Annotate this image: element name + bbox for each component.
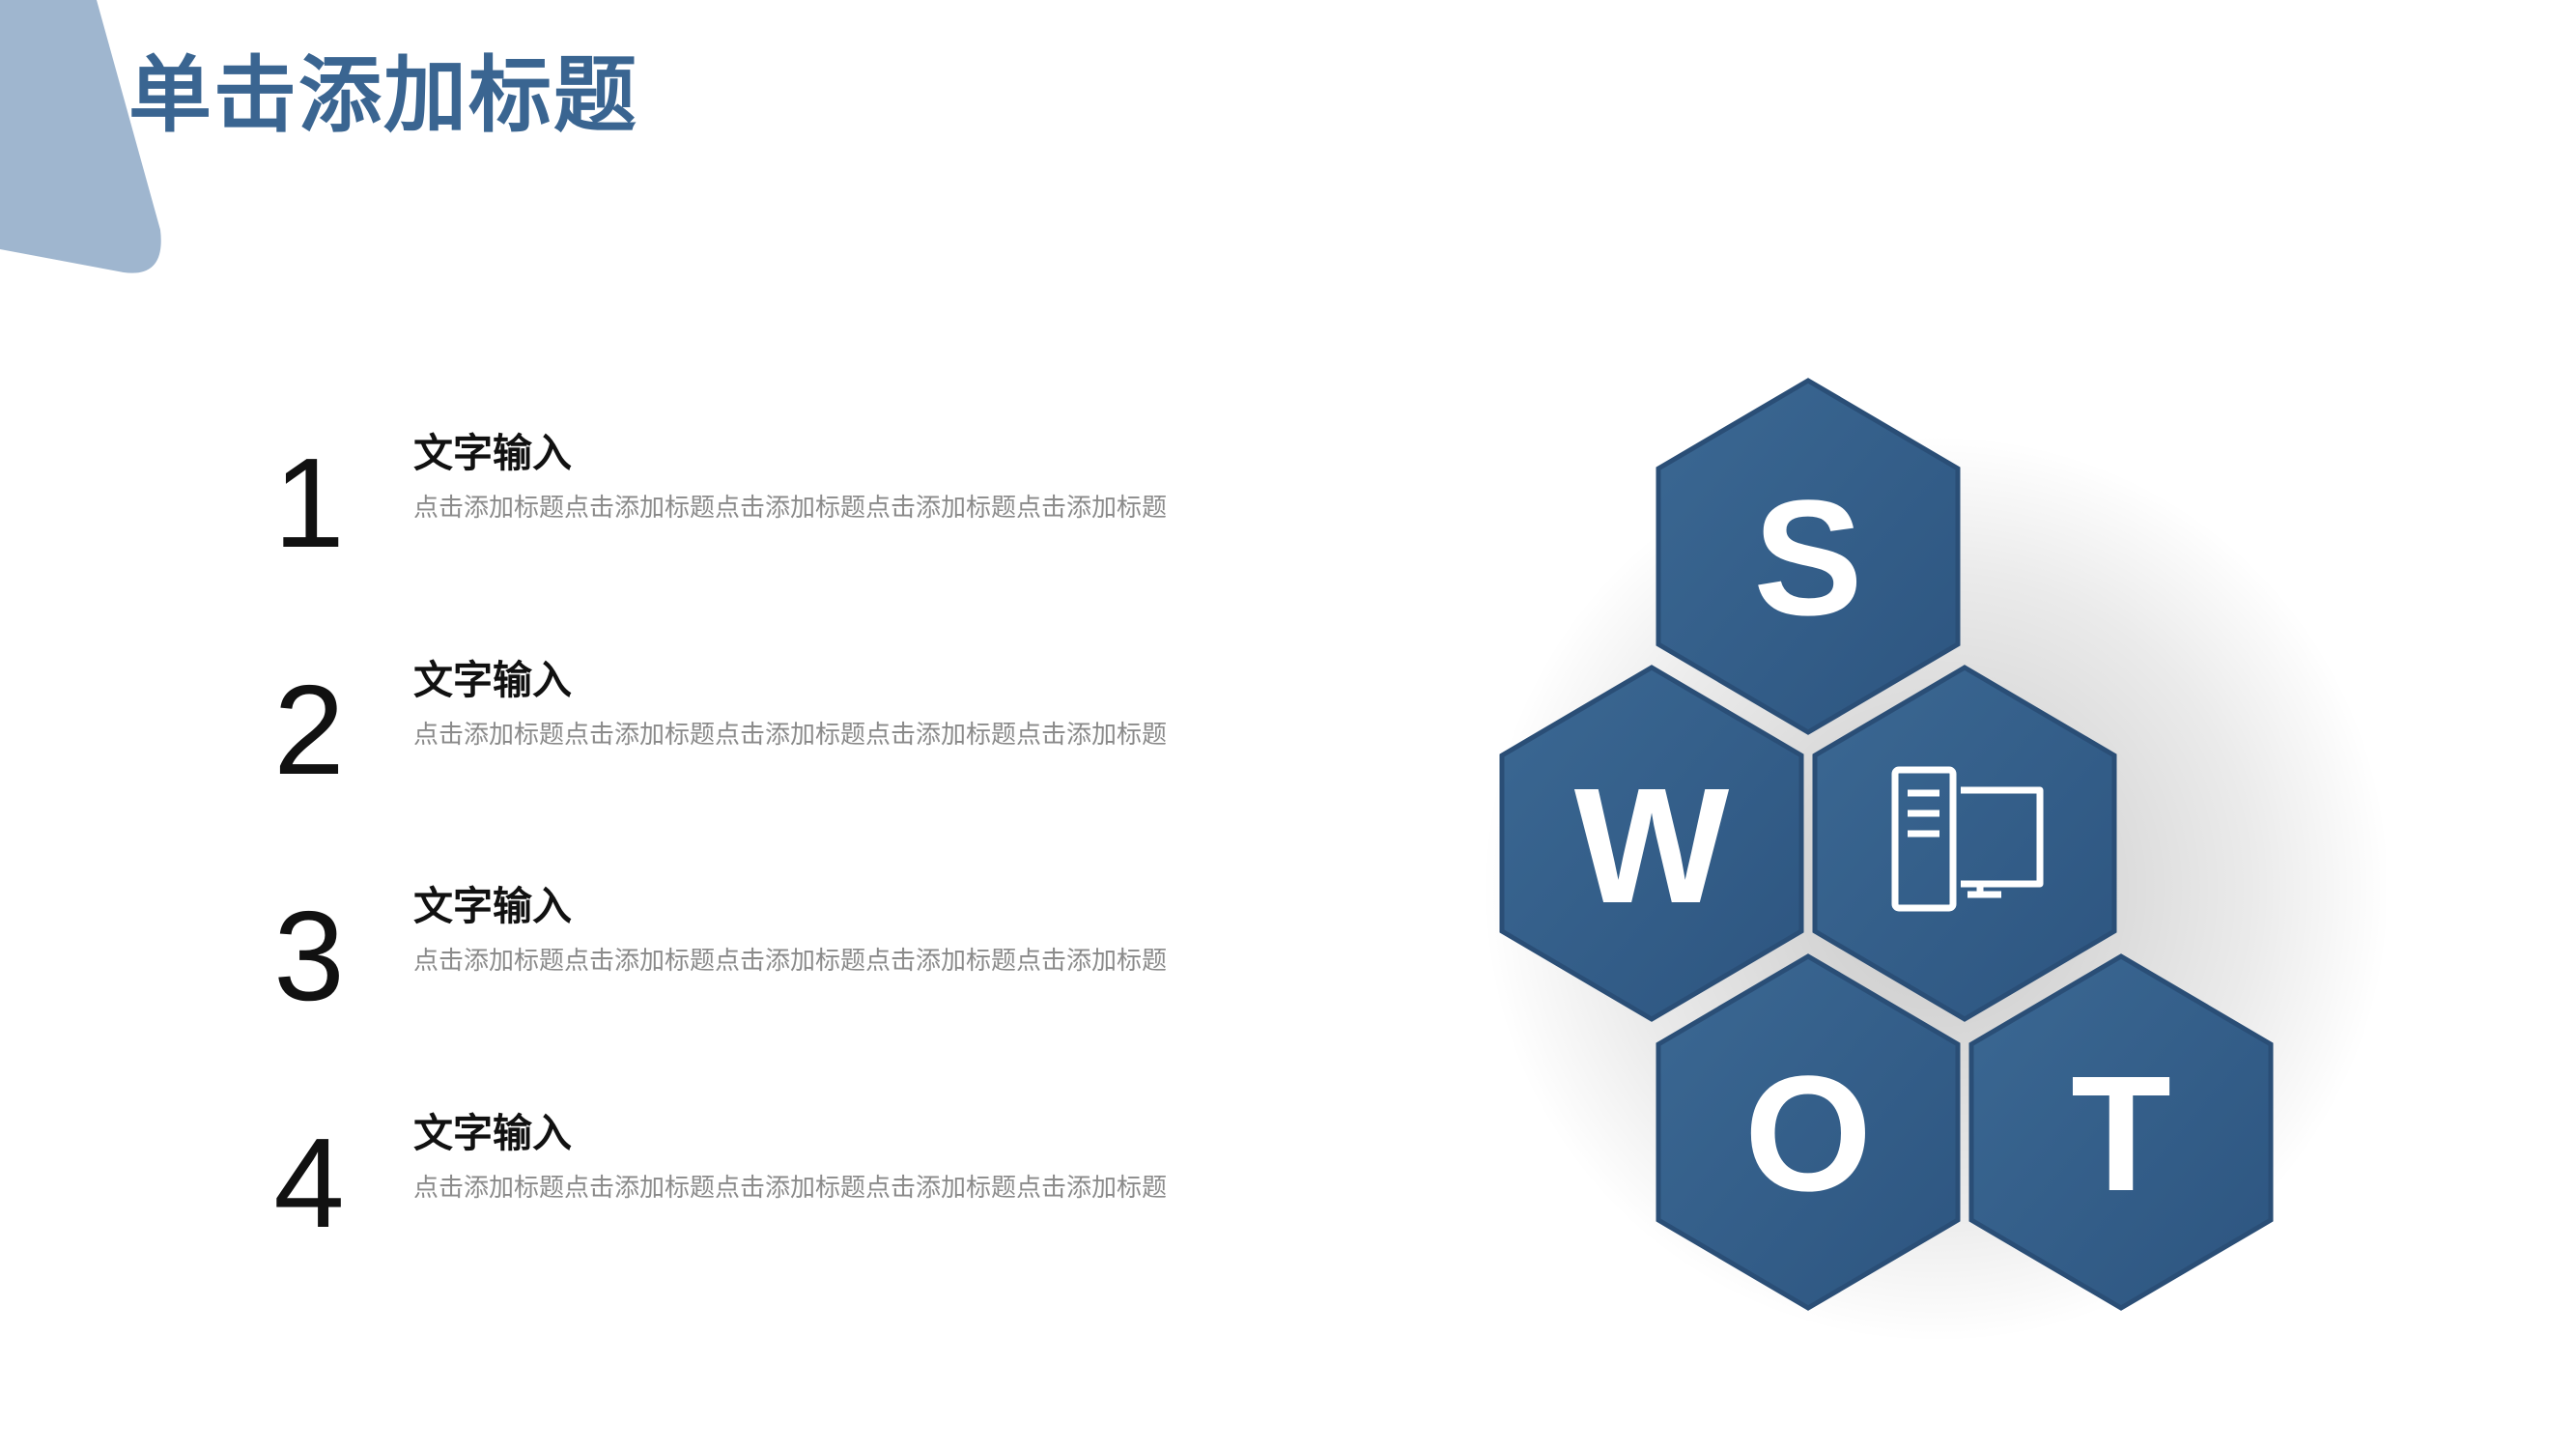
hex-s-letter: S xyxy=(1753,467,1862,650)
slide-title[interactable]: 单击添加标题 xyxy=(128,47,638,144)
item-number: 4 xyxy=(273,1112,345,1254)
item-heading[interactable]: 文字输入 xyxy=(413,883,572,929)
hex-t-letter: T xyxy=(2071,1042,2171,1226)
item-number: 3 xyxy=(273,885,345,1027)
item-number: 2 xyxy=(273,659,345,801)
hex-s[interactable]: S xyxy=(1656,378,1961,735)
corner-decoration xyxy=(0,0,161,273)
list-item-1: 1 文字输入 点击添加标题点击添加标题点击添加标题点击添加标题点击添加标题 xyxy=(261,430,1275,604)
hex-t[interactable]: T xyxy=(1968,953,2274,1311)
item-description[interactable]: 点击添加标题点击添加标题点击添加标题点击添加标题点击添加标题 xyxy=(413,721,1168,750)
hex-o-letter: O xyxy=(1744,1042,1872,1226)
item-heading[interactable]: 文字输入 xyxy=(413,430,572,476)
swot-hexagon-graphic: S W O T xyxy=(1483,378,2386,1343)
item-heading[interactable]: 文字输入 xyxy=(413,1110,572,1156)
item-number: 1 xyxy=(273,432,345,574)
item-description[interactable]: 点击添加标题点击添加标题点击添加标题点击添加标题点击添加标题 xyxy=(413,947,1168,976)
hex-w[interactable]: W xyxy=(1499,665,1804,1022)
item-description[interactable]: 点击添加标题点击添加标题点击添加标题点击添加标题点击添加标题 xyxy=(413,494,1168,523)
computer-icon xyxy=(1891,766,2044,912)
item-description[interactable]: 点击添加标题点击添加标题点击添加标题点击添加标题点击添加标题 xyxy=(413,1174,1168,1203)
hex-o[interactable]: O xyxy=(1656,953,1961,1311)
list-item-2: 2 文字输入 点击添加标题点击添加标题点击添加标题点击添加标题点击添加标题 xyxy=(261,657,1275,831)
hex-w-letter: W xyxy=(1574,754,1730,938)
item-heading[interactable]: 文字输入 xyxy=(413,657,572,703)
list-item-4: 4 文字输入 点击添加标题点击添加标题点击添加标题点击添加标题点击添加标题 xyxy=(261,1110,1275,1284)
list-item-3: 3 文字输入 点击添加标题点击添加标题点击添加标题点击添加标题点击添加标题 xyxy=(261,883,1275,1057)
hex-icon[interactable] xyxy=(1812,665,2117,1022)
